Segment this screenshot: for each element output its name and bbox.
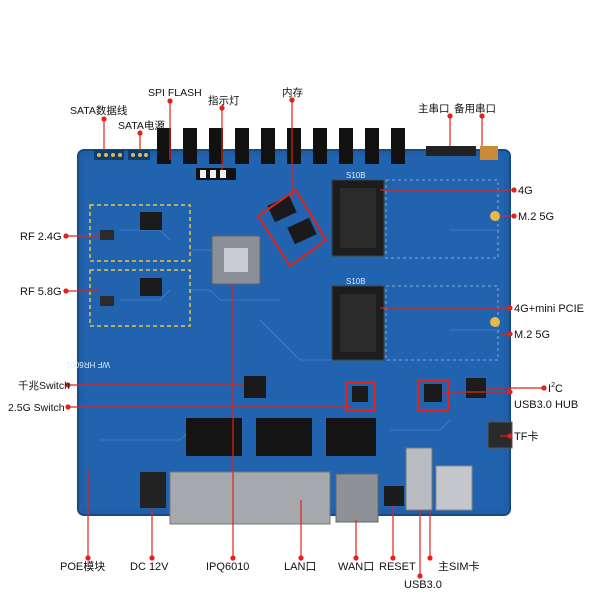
annotation-dots xyxy=(63,97,547,579)
indicator-leds xyxy=(196,168,236,180)
label-ipq: IPQ6010 xyxy=(206,561,249,573)
annotation-labels: SATA数据线 SATA电源 SPI FLASH 指示灯 内存 主串口 备用串口… xyxy=(8,86,584,591)
i2c-header xyxy=(466,378,486,398)
label-wan: WAN口 xyxy=(338,561,374,573)
serial-header xyxy=(426,146,498,160)
soc-chip xyxy=(211,235,261,285)
label-reset: RESET xyxy=(379,561,416,573)
memory-chips xyxy=(256,188,328,268)
label-serial-backup: 备用串口 xyxy=(454,102,496,115)
card-slots: S10B S10B xyxy=(331,171,500,361)
label-gigabit-switch: 千兆Switch xyxy=(18,380,70,392)
bottom-ports xyxy=(140,447,473,525)
annotation-lines xyxy=(68,102,542,574)
label-poe: POE模块 xyxy=(60,560,105,573)
label-sata-data: SATA数据线 xyxy=(70,104,128,117)
label-serial-main: 主串口 xyxy=(418,103,450,115)
label-4g-mini-pcie: 4G+mini PCIE xyxy=(514,303,584,315)
antenna-connectors xyxy=(157,128,405,164)
label-spi-flash: SPI FLASH xyxy=(148,87,202,99)
label-lan: LAN口 xyxy=(284,561,316,573)
label-m2-5g-a: M.2 5G xyxy=(518,211,554,223)
label-switch-25g: 2.5G Switch xyxy=(8,402,65,414)
label-m2-5g-b: M.2 5G xyxy=(514,329,550,341)
label-rf24: RF 2.4G xyxy=(20,231,62,243)
slot-bottom-silk: S10B xyxy=(346,277,366,286)
label-usb-hub: USB3.0 HUB xyxy=(514,399,578,411)
tf-slot xyxy=(487,421,513,449)
label-4g: 4G xyxy=(518,185,533,197)
sata-header xyxy=(94,150,150,160)
label-dc: DC 12V xyxy=(130,561,169,573)
rf-shield-areas xyxy=(89,204,191,327)
lan-transformers xyxy=(186,418,376,456)
label-i2c: I2C xyxy=(548,382,563,395)
label-memory: 内存 xyxy=(282,86,303,99)
switch-chips: WF HR6001 xyxy=(65,360,449,411)
label-rf58: RF 5.8G xyxy=(20,286,62,298)
board-model-silk: WF HR6001 xyxy=(65,360,110,369)
label-usb30: USB3.0 xyxy=(404,579,442,591)
label-tf: TF卡 xyxy=(514,430,538,443)
label-sim: 主SIM卡 xyxy=(438,560,480,573)
label-indicator: 指示灯 xyxy=(208,94,240,107)
label-sata-power: SATA电源 xyxy=(118,119,165,132)
slot-top-silk: S10B xyxy=(346,171,366,180)
